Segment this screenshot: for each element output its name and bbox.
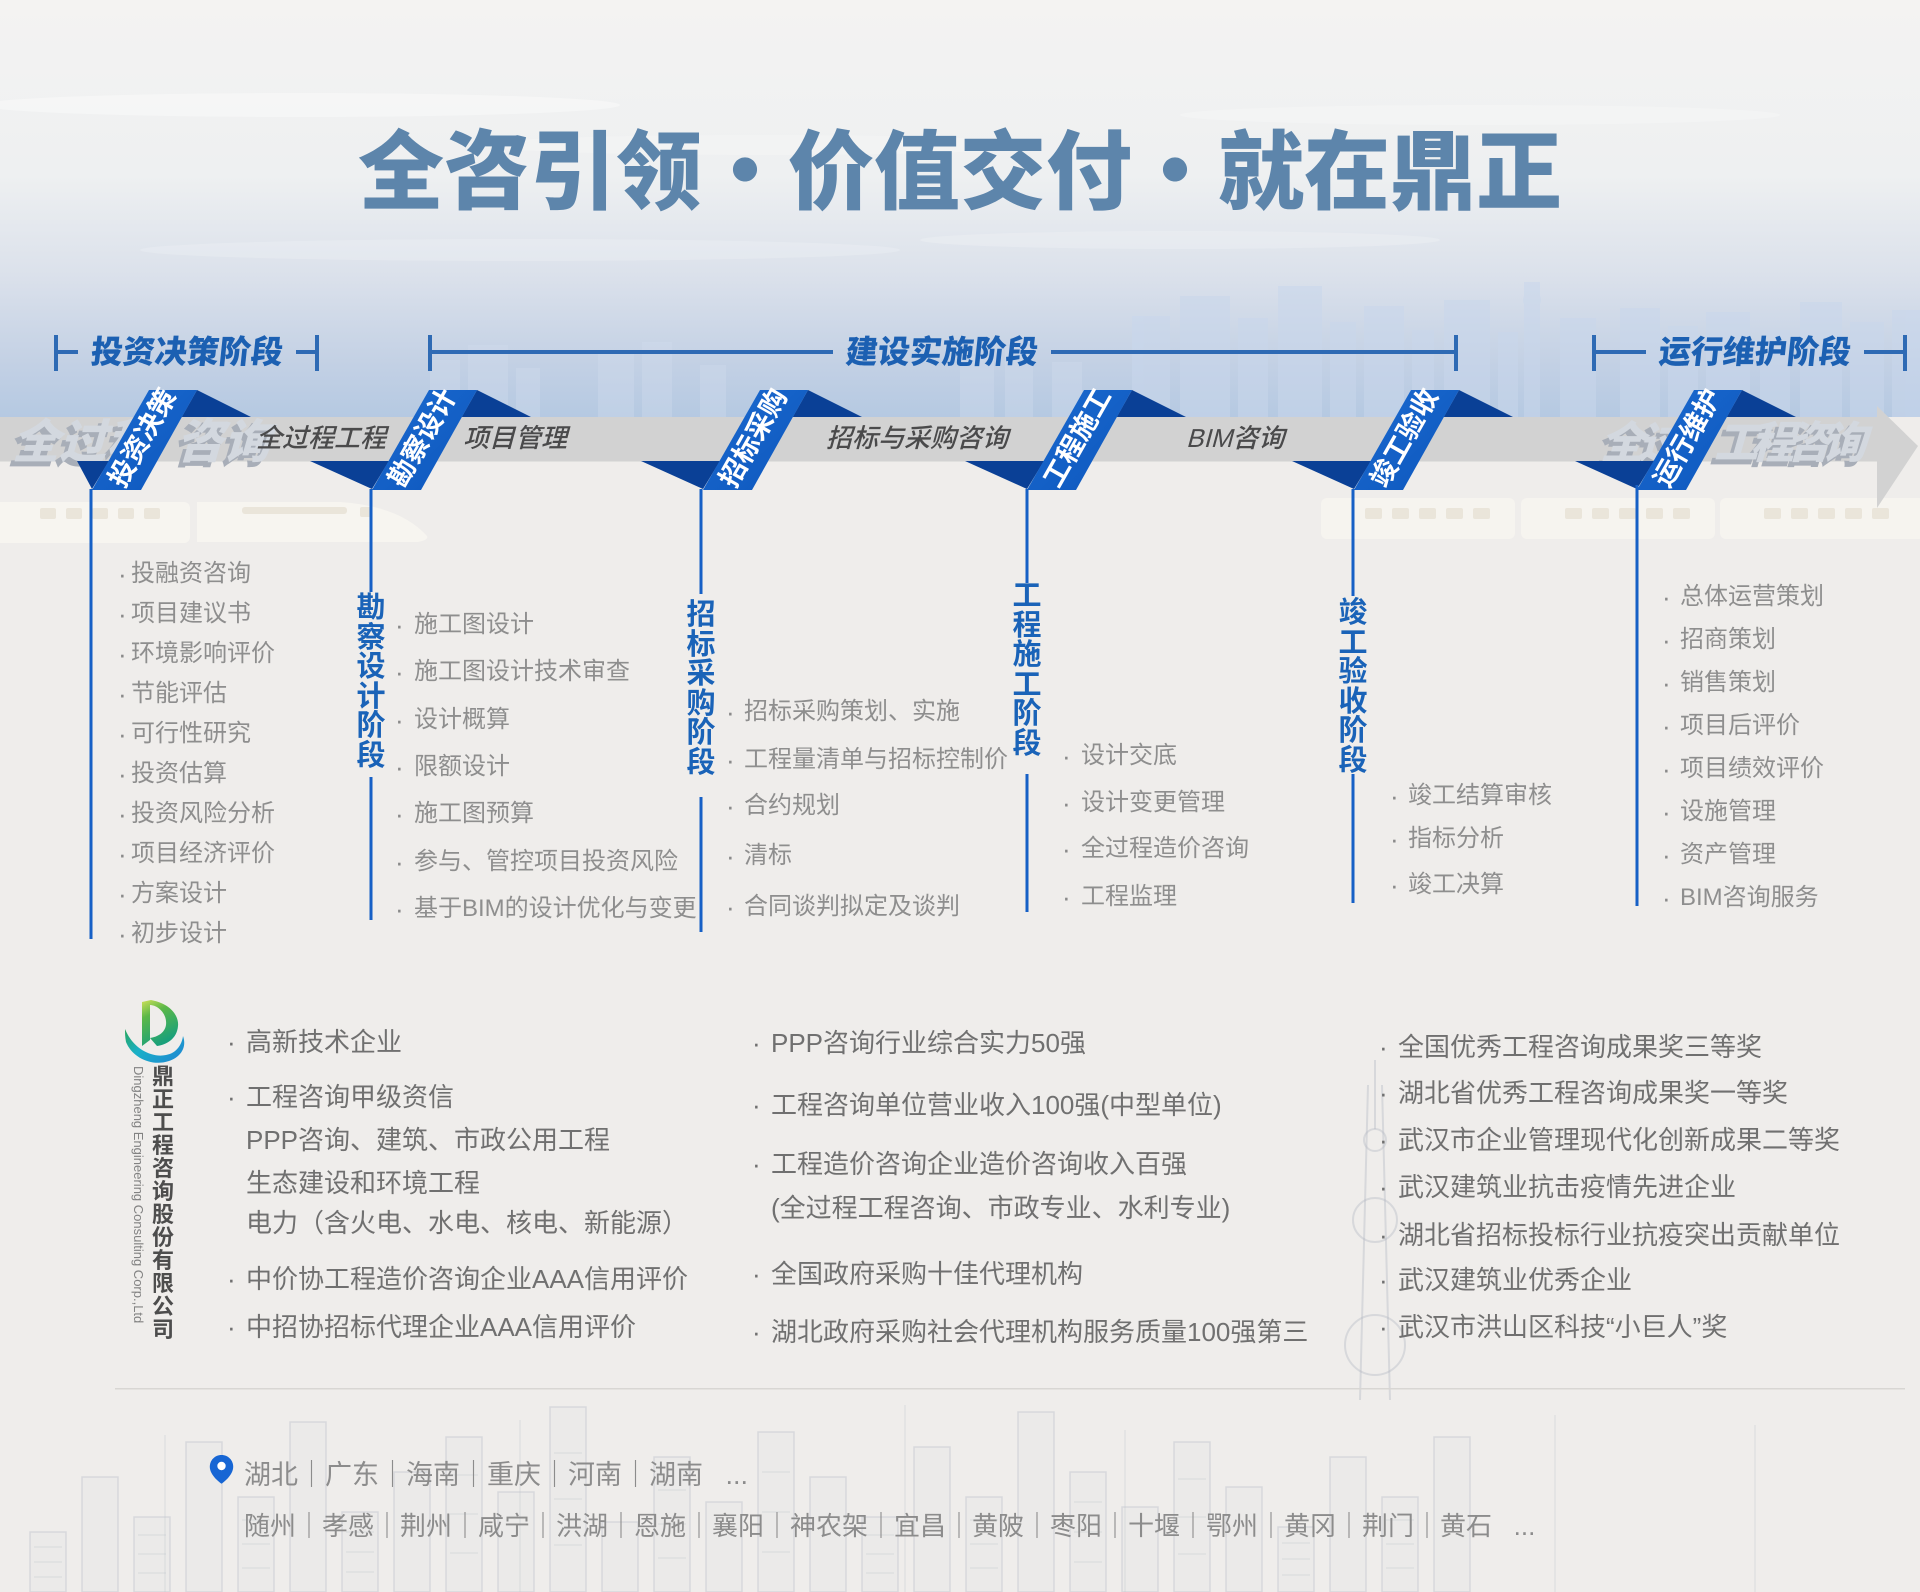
svg-text:全过程工程: 全过程工程 <box>254 423 392 452</box>
svg-text:咨询: 咨询 <box>168 422 277 474</box>
svg-text:BIM咨询: BIM咨询 <box>1184 423 1290 452</box>
svg-text:项目管理: 项目管理 <box>461 423 573 452</box>
svg-text:咨询: 咨询 <box>173 417 282 469</box>
svg-text:工程咨询: 工程咨询 <box>1706 423 1870 473</box>
svg-text:工程咨询: 工程咨询 <box>1711 418 1875 468</box>
svg-text:招标与采购咨询: 招标与采购咨询 <box>824 423 1014 452</box>
